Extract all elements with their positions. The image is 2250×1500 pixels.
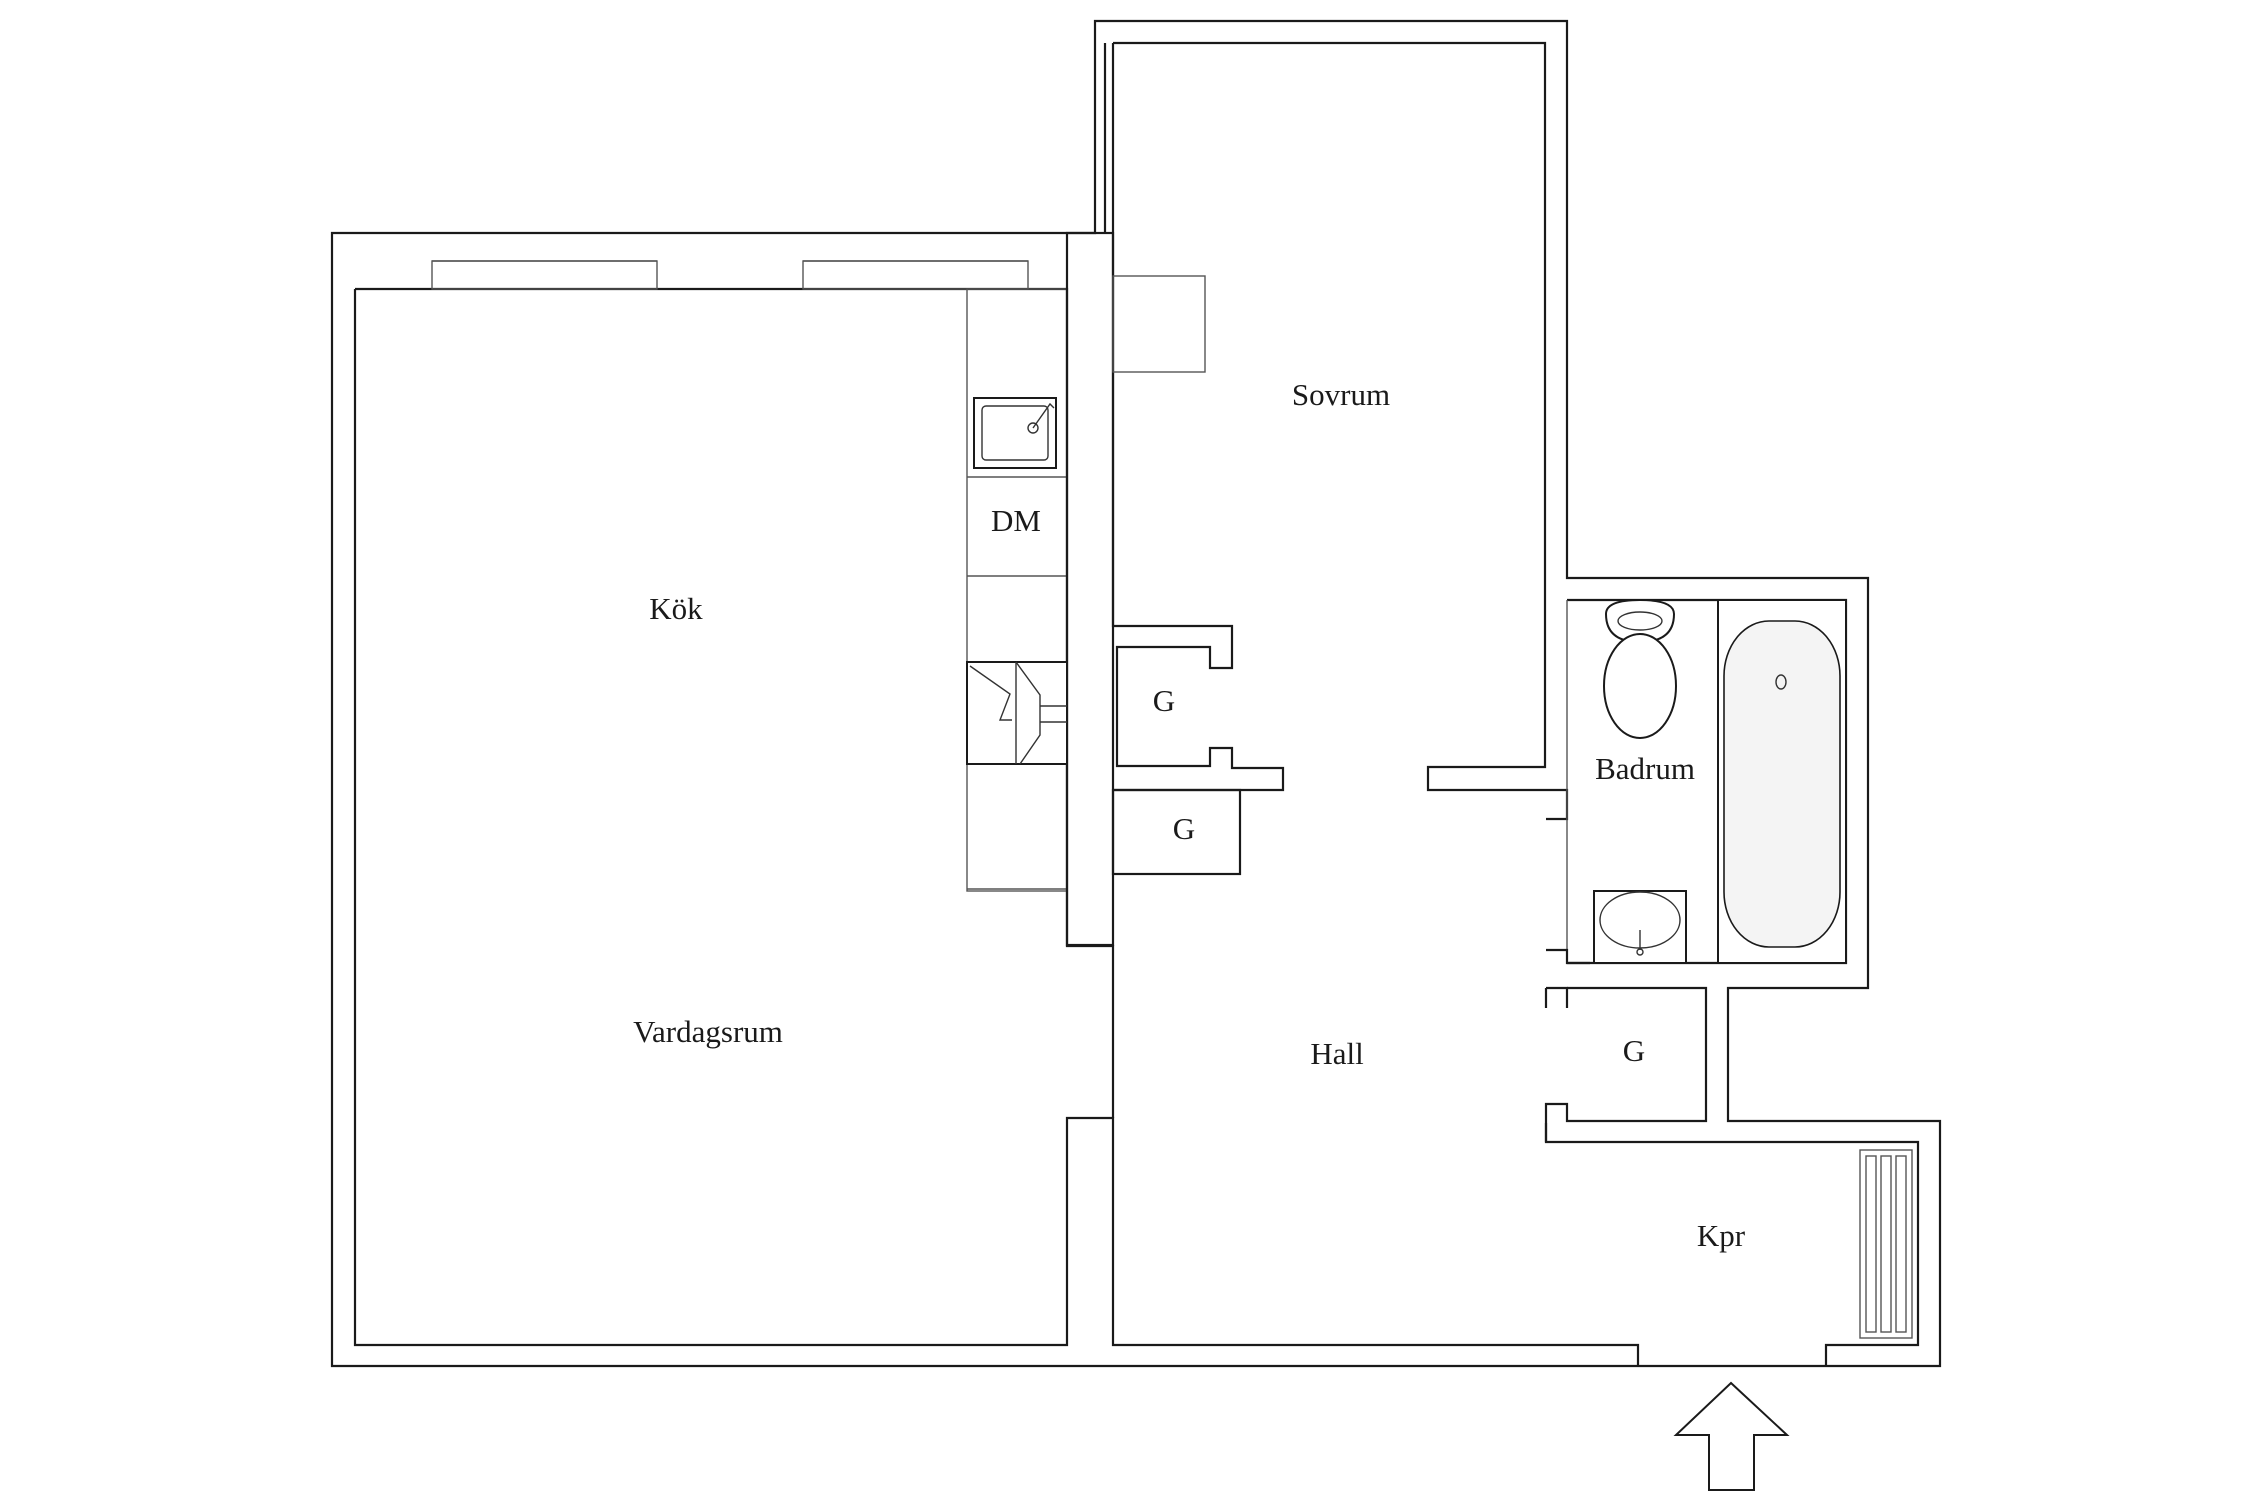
kitchen-counter [966, 231, 1115, 947]
room-label-hall: Hall [1310, 1036, 1363, 1071]
toilet-icon [1603, 598, 1677, 739]
room-label-garderob-2: G [1173, 811, 1195, 846]
sovrum-closet [1112, 275, 1206, 373]
room-label-kpr: Kpr [1697, 1218, 1746, 1253]
room-label-garderob-1: G [1153, 683, 1175, 718]
kitchen-sink-icon [973, 397, 1057, 469]
room-label-sovrum: Sovrum [1292, 377, 1390, 412]
windows [431, 260, 1029, 290]
room-label-badrum: Badrum [1595, 751, 1695, 786]
outer-walls [330, 19, 1942, 1368]
room-label-garderob-3: G [1623, 1033, 1645, 1068]
room-label-vardagsrum: Vardagsrum [633, 1014, 783, 1049]
bathtub-icon [1717, 599, 1847, 964]
radiator-icon [1859, 1149, 1913, 1339]
washbasin-icon [1593, 890, 1687, 964]
entrance-arrow-icon [1673, 1381, 1790, 1491]
room-label-dm: DM [991, 503, 1041, 538]
garderob-box-2 [1111, 788, 1242, 876]
room-label-kok: Kök [649, 591, 703, 626]
stove-icon [966, 661, 1068, 765]
